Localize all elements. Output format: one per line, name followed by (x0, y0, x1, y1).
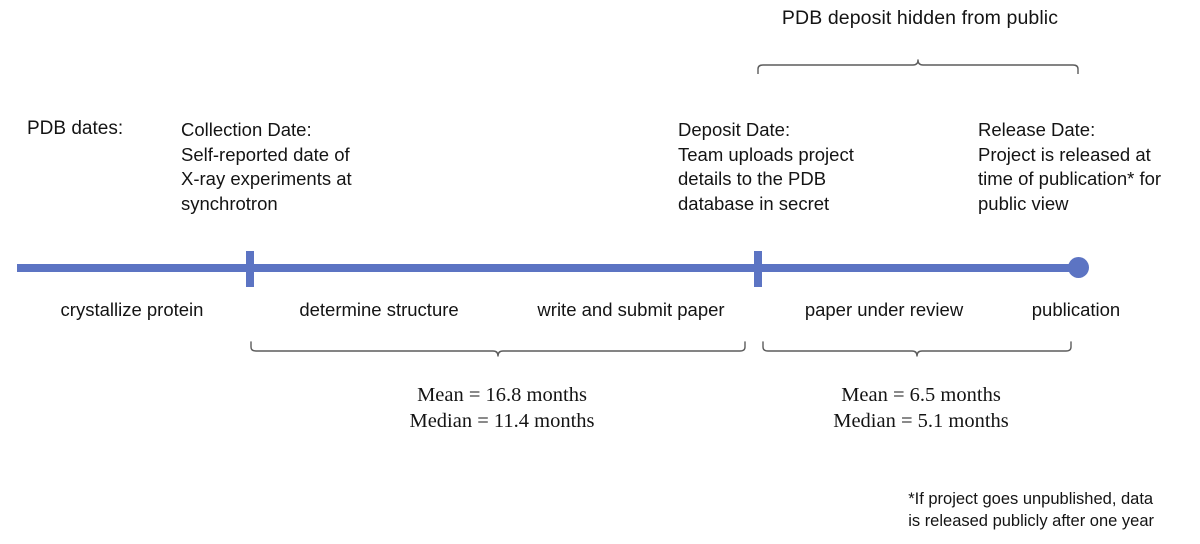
release-date-heading: Release Date: (978, 119, 1096, 140)
collection-date-line-3: synchrotron (181, 192, 278, 214)
stage-label-determine-structure: determine structure (299, 299, 459, 320)
stats-mean-collection-to-deposit: Mean = 16.8 months (417, 384, 587, 406)
release-date-line-1: Project is released at (978, 143, 1151, 165)
collection-date-line-1: Self-reported date of (181, 143, 350, 165)
release-date-line-3: public view (978, 192, 1069, 214)
stage-label-publication: publication (1031, 299, 1121, 320)
deposit-date-line-3: database in secret (678, 192, 830, 214)
stats-deposit-to-release: Mean = 6.5 months Median = 5.1 months (762, 382, 1080, 434)
timeline-tick-deposit-date (754, 251, 762, 287)
collection-date-line-2: X-ray experiments at (181, 168, 352, 189)
stats-median-deposit-to-release: Median = 5.1 months (833, 410, 1009, 432)
stage-label-paper-under-review: paper under review (804, 299, 964, 320)
bracket-deposit-to-release (762, 341, 1072, 357)
footnote-line-2: is released publicly after one year (908, 512, 1154, 530)
release-date-line-2: time of publication* for (978, 168, 1162, 189)
stats-collection-to-deposit: Mean = 16.8 months Median = 11.4 months (250, 382, 754, 434)
stats-median-collection-to-deposit: Median = 11.4 months (409, 410, 595, 432)
bracket-collection-to-deposit (250, 341, 746, 357)
release-date-annotation: Release Date: Project is released at tim… (978, 118, 1200, 216)
collection-date-heading: Collection Date: (181, 119, 312, 140)
timeline-axis (17, 264, 1079, 272)
top-bracket (757, 59, 1079, 74)
deposit-date-annotation: Deposit Date: Team uploads project detai… (678, 118, 893, 216)
pdb-deposit-hidden-label: PDB deposit hidden from public (781, 7, 1059, 29)
pdb-dates-label: PDB dates: (27, 118, 124, 139)
deposit-date-line-2: details to the PDB (678, 168, 827, 189)
stats-mean-deposit-to-release: Mean = 6.5 months (841, 384, 1001, 406)
stage-label-write-and-submit-paper: write and submit paper (537, 299, 725, 320)
footnote: *If project goes unpublished, data is re… (908, 488, 1154, 532)
stage-label-crystallize-protein: crystallize protein (60, 299, 204, 320)
footnote-line-1: *If project goes unpublished, data (908, 490, 1154, 508)
deposit-date-heading: Deposit Date: (678, 119, 791, 140)
deposit-date-line-1: Team uploads project (678, 143, 854, 165)
timeline-tick-collection-date (246, 251, 254, 287)
collection-date-annotation: Collection Date: Self-reported date of X… (181, 118, 396, 216)
timeline-endpoint-dot-release-date (1068, 257, 1089, 278)
